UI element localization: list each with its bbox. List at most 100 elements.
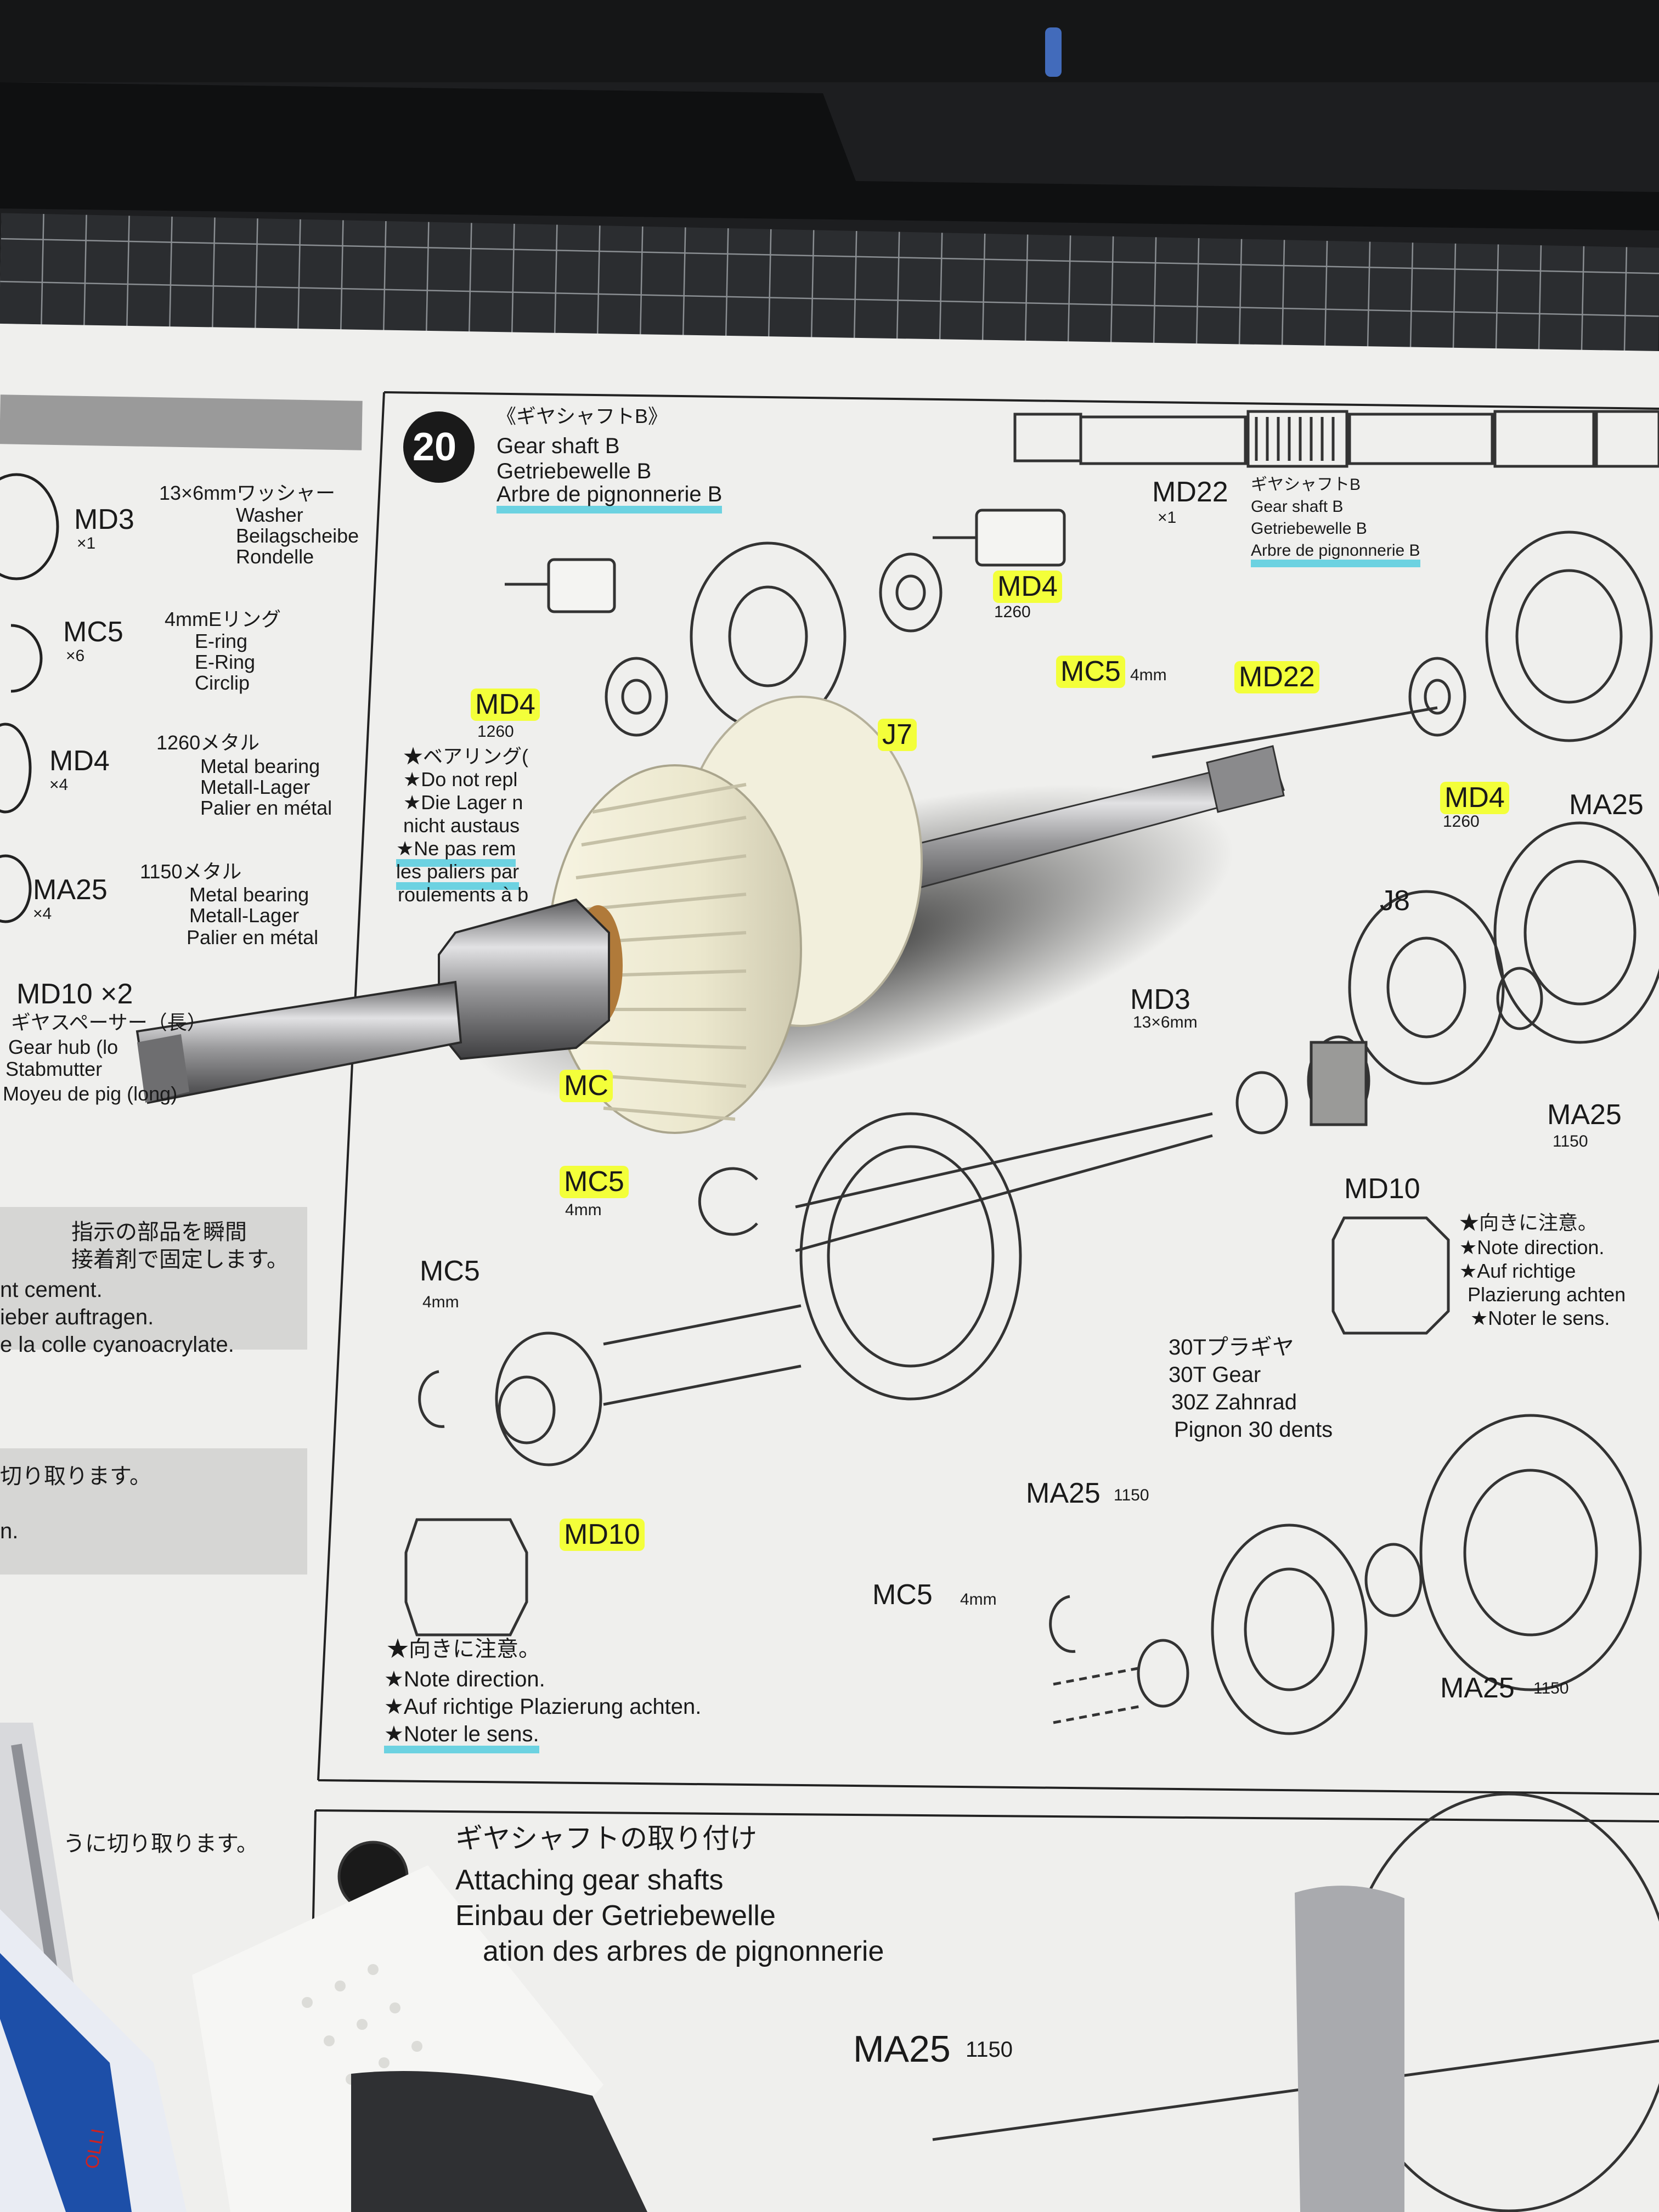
warning-en: ★Do not repl <box>403 768 518 791</box>
label-ma25-mid: MA25 <box>1547 1099 1622 1131</box>
md22-de: Getriebewelle B <box>1251 520 1367 538</box>
left-md3-en: Washer <box>236 504 303 526</box>
left-mc5-qty: ×6 <box>66 647 85 665</box>
left-mc5-jp: 4mmEリング <box>165 608 281 630</box>
label-md10-mid: MD10 <box>1344 1173 1420 1205</box>
left-ma25-de: Metall-Lager <box>189 904 300 927</box>
warning-de1: ★Die Lager n <box>403 791 523 814</box>
glue-note-jp2: 接着剤で固定します。 <box>71 1248 289 1272</box>
left-mc5-fr: Circlip <box>195 672 250 694</box>
md22-fr: Arbre de pignonnerie B <box>1251 542 1420 567</box>
left-md10-code: MD10 ×2 <box>16 978 133 1010</box>
left-md10-en: Gear hub (lo <box>8 1036 119 1058</box>
bearing-small-icon <box>0 854 32 923</box>
glue-note-de: ieber auftragen. <box>0 1305 154 1329</box>
label-ma25-mid-sub: 1150 <box>1553 1132 1588 1150</box>
direction-left-fr: ★Noter le sens. <box>384 1723 539 1753</box>
direction-right-de1: ★Auf richtige <box>1459 1260 1576 1282</box>
step20-de-title: Getriebewelle B <box>496 459 652 483</box>
label-ma25-right: MA25 <box>1569 789 1644 821</box>
step20-jp-title: 《ギヤシャフトB》 <box>496 405 668 427</box>
cut-note-2: うに切り取ります。 <box>63 1832 258 1856</box>
shaft-md22-drawing <box>1013 410 1659 468</box>
left-md3-de: Beilagscheibe <box>236 524 359 547</box>
exploded-diagram-bottom <box>1049 1414 1642 1735</box>
glue-note-en: nt cement. <box>0 1278 103 1302</box>
gear-de: 30Z Zahnrad <box>1171 1390 1297 1414</box>
left-ma25-jp: 1150メタル <box>140 860 242 883</box>
md22-code: MD22 <box>1152 476 1228 508</box>
label-mc5-top-sub: 4mm <box>1130 666 1167 684</box>
warning-fr2: les paliers par <box>396 861 520 890</box>
left-md4-en: Metal bearing <box>200 755 320 777</box>
md22-qty: ×1 <box>1158 509 1177 527</box>
left-mc5-de: E-Ring <box>195 651 256 673</box>
label-ma25-low-right-sub: 1150 <box>1533 1679 1569 1697</box>
glue-bottle-icon <box>505 509 1066 613</box>
left-md4-code: MD4 <box>49 745 110 777</box>
step21-ma25-sub: 1150 <box>966 2038 1013 2062</box>
label-mc5-highlight-sub: 4mm <box>565 1201 602 1219</box>
left-header-bar <box>0 394 363 450</box>
label-mc5-bottom: MC5 <box>872 1579 933 1611</box>
warning-de2: nicht austaus <box>403 814 520 837</box>
label-md4-top-sub: 1260 <box>994 603 1031 621</box>
label-ma25-low: MA25 <box>1026 1477 1101 1509</box>
glue-note-jp1: 指示の部品を瞬間 <box>71 1220 247 1244</box>
step21-jp-title: ギヤシャフトの取り付け <box>455 1823 757 1854</box>
label-md4-right: MD4 <box>1440 782 1509 814</box>
left-md4-fr: Palier en métal <box>200 797 332 819</box>
step20-en-title: Gear shaft B <box>496 434 620 458</box>
left-md3-code: MD3 <box>74 504 134 535</box>
label-mc5-bottom-sub: 4mm <box>960 1590 997 1609</box>
left-md3-fr: Rondelle <box>236 545 314 568</box>
step20-number: 20 <box>413 425 457 469</box>
label-md4-top: MD4 <box>993 571 1062 603</box>
label-mc5-top: MC5 <box>1056 656 1125 688</box>
label-md4-left: MD4 <box>471 689 540 721</box>
warning-fr3: roulements à b <box>398 883 529 906</box>
keyboard-edge <box>0 82 1659 230</box>
step21-fr-title: ation des arbres de pignonnerie <box>483 1936 884 1967</box>
label-mc5-low-sub: 4mm <box>422 1293 459 1311</box>
bearing-icon <box>0 723 32 814</box>
direction-left-de: ★Auf richtige Plazierung achten. <box>384 1695 702 1719</box>
label-j8: J8 <box>1380 885 1410 917</box>
washer-icon <box>0 473 59 580</box>
direction-left-en: ★Note direction. <box>384 1667 545 1691</box>
left-md10-jp: ギヤスペーサー（長） <box>11 1011 207 1034</box>
left-ma25-code: MA25 <box>33 874 108 906</box>
label-mc5-highlight: MC5 <box>560 1166 629 1198</box>
left-md3-jp: 13×6mmワッシャー <box>159 482 336 504</box>
gear-en: 30T Gear <box>1169 1363 1261 1387</box>
gear-assembly-photo <box>136 696 1285 1134</box>
metal-spatula <box>1295 1886 1404 2212</box>
left-grey-box <box>0 1207 307 1350</box>
glue-tube <box>0 1909 187 2212</box>
cut-note-tail: n. <box>0 1519 19 1543</box>
label-md3-sub: 13×6mm <box>1133 1013 1198 1031</box>
step21-de-title: Einbau der Getriebewelle <box>455 1900 776 1932</box>
step21-en-title: Attaching gear shafts <box>455 1864 724 1896</box>
left-ma25-en: Metal bearing <box>189 883 309 906</box>
direction-right-en: ★Note direction. <box>1459 1236 1605 1259</box>
label-md4-left-sub: 1260 <box>477 723 514 741</box>
step20-frame <box>317 391 1659 1795</box>
e-ring-icon <box>10 624 43 693</box>
keyboard-led <box>1045 27 1062 77</box>
step20-badge <box>403 411 475 483</box>
label-md4-right-sub: 1260 <box>1443 812 1480 831</box>
label-mc5-low: MC5 <box>420 1255 480 1287</box>
exploded-diagram-middle <box>404 1112 1450 1637</box>
glue-note-fr: e la colle cyanoacrylate. <box>0 1333 234 1357</box>
md22-jp: ギヤシャフトB <box>1251 476 1361 494</box>
direction-right-de2: Plazierung achten <box>1468 1283 1626 1306</box>
left-md3-qty: ×1 <box>77 534 96 552</box>
warning-fr1: ★Ne pas rem <box>396 838 516 867</box>
step20-fr-title: Arbre de pignonnerie B <box>496 483 723 514</box>
dark-object <box>351 2071 647 2212</box>
left-ma25-qty: ×4 <box>33 905 52 923</box>
direction-left-jp: ★向きに注意。 <box>387 1637 540 1661</box>
